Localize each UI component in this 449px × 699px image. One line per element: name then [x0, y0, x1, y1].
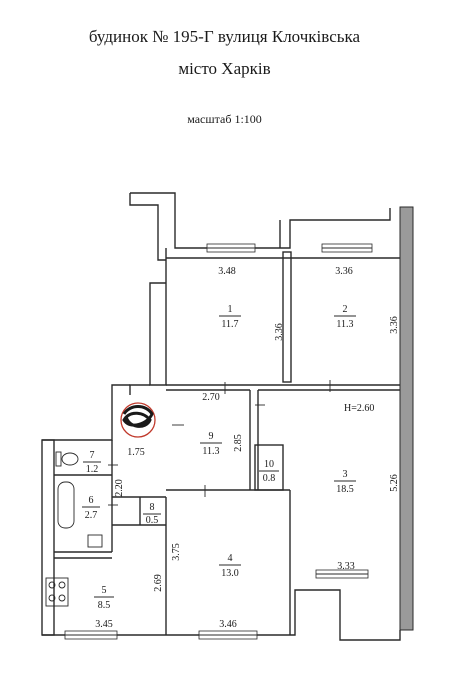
windows	[64, 243, 373, 640]
dimension-label: 3.33	[337, 561, 355, 572]
room-area: 0.8	[263, 473, 276, 484]
room-number: 6	[89, 495, 94, 506]
dimension-label: 5.26	[389, 474, 400, 492]
dimension-label: 3.48	[218, 266, 236, 277]
outer-walls	[41, 192, 414, 641]
room-area: 13.0	[221, 568, 239, 579]
plan-city: місто Харків	[178, 59, 271, 78]
fixtures	[45, 451, 103, 607]
room-number: 4	[228, 553, 233, 564]
dimension-label: 2.20	[114, 479, 125, 497]
dimension-label: 3.45	[95, 619, 113, 630]
room-area: 8.5	[98, 600, 111, 611]
room-number: 1	[228, 304, 233, 315]
room-labels: 1 11.7 2 11.3 3 18.5 4 13.0 5 8.5 6 2.7 …	[82, 304, 374, 611]
dimension-label: 3.36	[274, 323, 285, 341]
wall-room1-room2	[282, 251, 292, 383]
stamp-mark	[120, 402, 156, 438]
room-area: 11.7	[221, 319, 238, 330]
ceiling-height: H=2.60	[344, 403, 374, 414]
room-area: 18.5	[336, 484, 354, 495]
bathtub-icon	[57, 481, 75, 529]
room-number: 2	[343, 304, 348, 315]
room-number: 10	[264, 459, 274, 470]
room-number: 9	[209, 431, 214, 442]
dimension-label: 2.70	[202, 392, 220, 403]
door-marks	[108, 380, 331, 506]
room-area: 11.3	[202, 446, 219, 457]
dimension-label: 3.36	[335, 266, 353, 277]
east-wall	[399, 206, 414, 631]
room-number: 3	[343, 469, 348, 480]
room-area: 11.3	[336, 319, 353, 330]
dimension-label: 2.85	[233, 434, 244, 452]
room-number: 7	[90, 450, 95, 461]
plan-title: будинок № 195-Г вулиця Клочківська	[88, 27, 361, 46]
interior-walls	[54, 251, 400, 635]
room-number: 8	[150, 502, 155, 513]
plan-scale: масштаб 1:100	[187, 112, 262, 126]
dimension-label: 1.75	[127, 447, 145, 458]
dimension-label: 3.36	[389, 316, 400, 334]
dimension-labels: 3.48 3.36 3.36 3.36 2.70 2.85 1.75 2.20 …	[95, 266, 400, 630]
stove-icon	[45, 577, 69, 607]
toilet-icon	[61, 452, 79, 466]
dimension-label: 3.46	[219, 619, 237, 630]
sink-icon	[87, 534, 103, 548]
dimension-label: 2.69	[153, 574, 164, 592]
room-number: 5	[102, 585, 107, 596]
room-area: 1.2	[86, 464, 99, 475]
room-area: 2.7	[85, 510, 98, 521]
room-area: 0.5	[146, 515, 159, 526]
dimension-label: 3.75	[171, 543, 182, 561]
